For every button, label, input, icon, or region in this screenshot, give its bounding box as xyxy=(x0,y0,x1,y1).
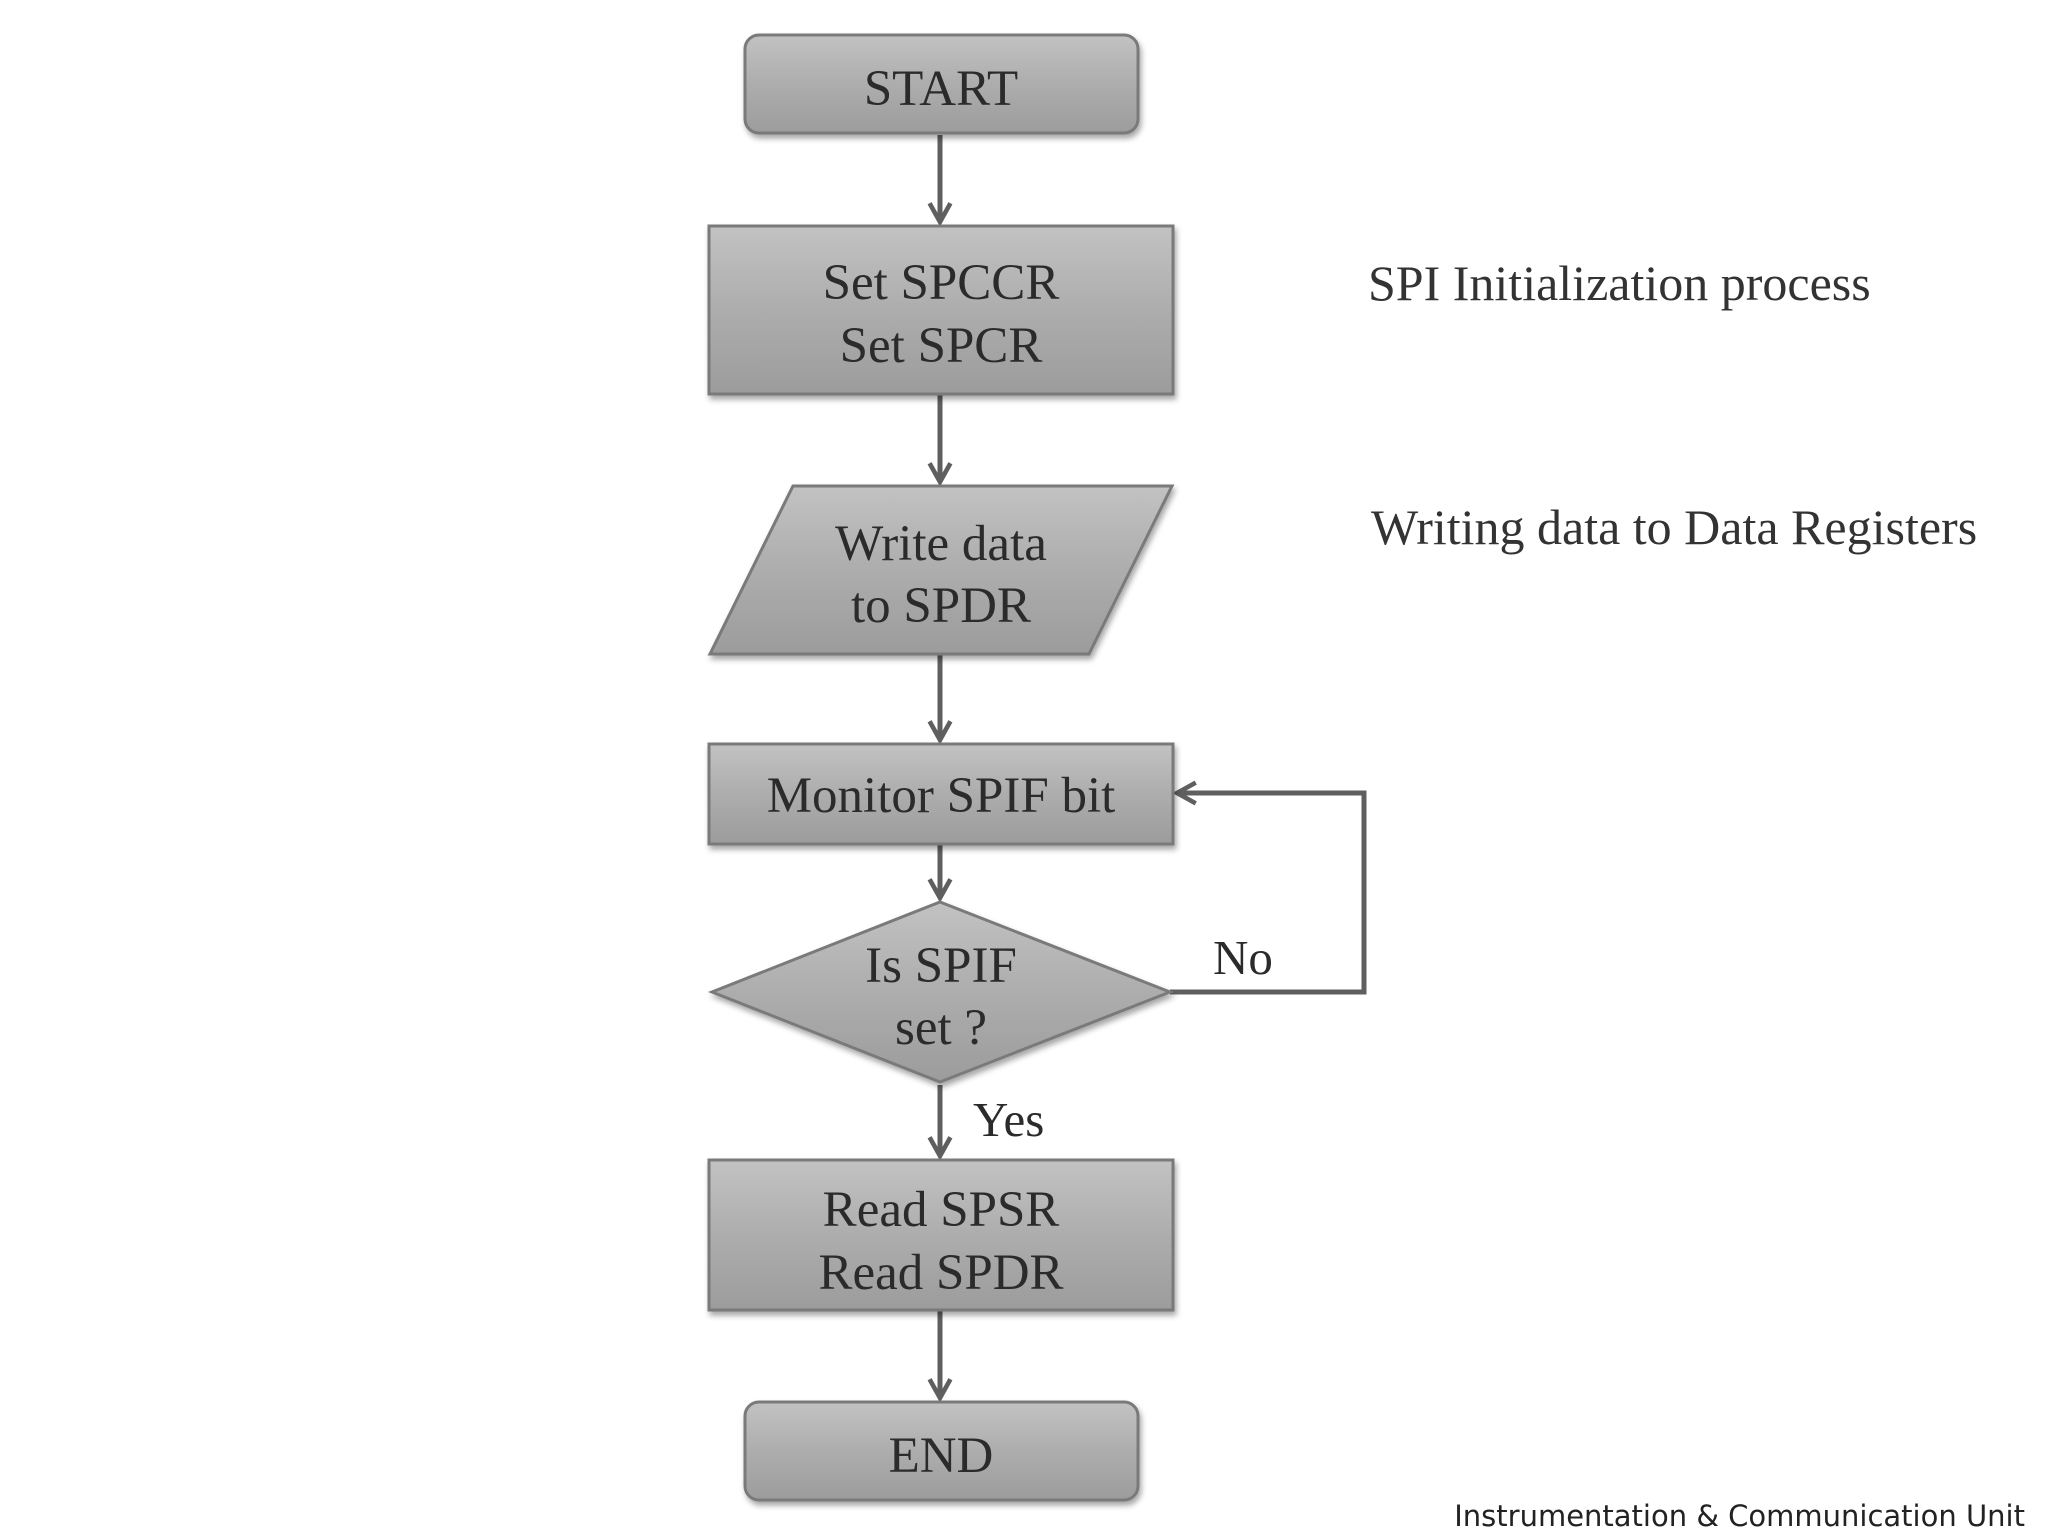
end-node: END xyxy=(743,1400,1140,1502)
end-label: END xyxy=(889,1428,994,1484)
arrow-no-loop-back xyxy=(1170,793,1367,995)
footer-unit-label: Instrumentation & Communication Unit xyxy=(1454,1499,2025,1533)
init-process-node: Set SPCCR Set SPCR xyxy=(707,224,1175,396)
monitor-label: Monitor SPIF bit xyxy=(767,768,1116,824)
write-label-line2: to SPDR xyxy=(851,578,1031,634)
write-data-node: Write data to SPDR xyxy=(707,484,1175,656)
write-annotation: Writing data to Data Registers xyxy=(1371,499,1977,555)
init-label-line2: Set SPCR xyxy=(840,318,1043,374)
decision-node: Is SPIF set ? xyxy=(707,900,1175,1084)
write-label-line1: Write data xyxy=(835,516,1047,572)
monitor-node: Monitor SPIF bit xyxy=(707,742,1175,846)
decision-label-line1: Is SPIF xyxy=(865,938,1017,994)
init-annotation: SPI Initialization process xyxy=(1368,255,1871,311)
start-node: START xyxy=(743,33,1140,135)
read-label-line1: Read SPSR xyxy=(823,1182,1060,1238)
edge-label-no: No xyxy=(1213,930,1273,985)
start-label: START xyxy=(864,61,1018,117)
read-label-line2: Read SPDR xyxy=(818,1245,1063,1301)
decision-label-line2: set ? xyxy=(895,1000,987,1056)
read-process-node: Read SPSR Read SPDR xyxy=(707,1158,1175,1312)
edge-label-yes: Yes xyxy=(973,1092,1044,1147)
init-label-line1: Set SPCCR xyxy=(823,255,1060,311)
